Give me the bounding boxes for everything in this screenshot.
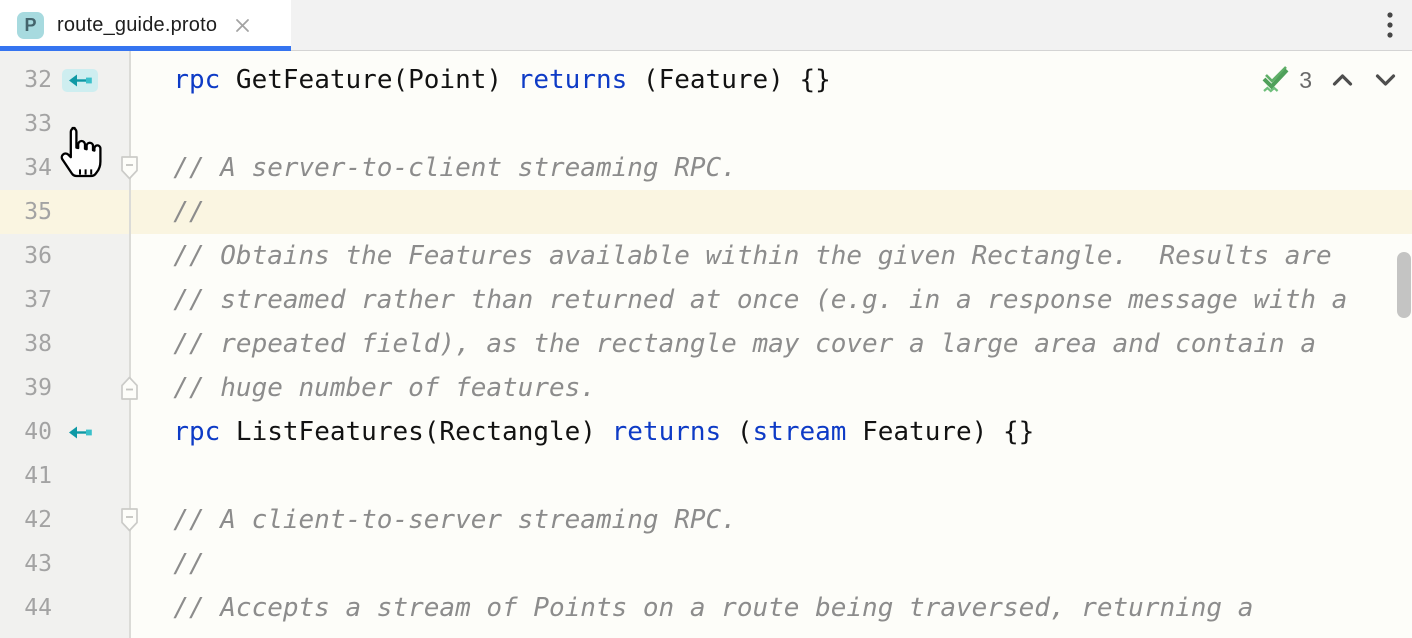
line-number[interactable]: 33 bbox=[24, 111, 52, 137]
code-text[interactable]: // bbox=[142, 197, 205, 227]
line-number[interactable]: 44 bbox=[24, 595, 52, 621]
editor-tab-bar: P route_guide.proto bbox=[0, 0, 1412, 51]
checks-passed-icon[interactable] bbox=[1259, 64, 1291, 96]
close-icon[interactable] bbox=[233, 16, 252, 35]
implemented-arrow-icon[interactable] bbox=[62, 421, 98, 444]
code-line: 36 // Obtains the Features available wit… bbox=[0, 234, 1412, 278]
code-line: 34 // A server-to-client streaming RPC. bbox=[0, 146, 1412, 190]
chevron-down-icon[interactable] bbox=[1373, 70, 1398, 90]
code-line: 40 rpc ListFeatures(Rectangle) returns (… bbox=[0, 410, 1412, 454]
gutter-slot bbox=[52, 68, 130, 92]
code-line: 43 // bbox=[0, 542, 1412, 586]
code-text[interactable]: // repeated field), as the rectangle may… bbox=[142, 329, 1316, 359]
code-line: 41 bbox=[0, 454, 1412, 498]
line-number[interactable]: 43 bbox=[24, 551, 52, 577]
code-line: 35 // bbox=[0, 190, 1412, 234]
code-line: 42 // A client-to-server streaming RPC. bbox=[0, 498, 1412, 542]
code-text[interactable]: // A server-to-client streaming RPC. bbox=[142, 153, 737, 183]
fold-start-icon[interactable] bbox=[120, 508, 139, 533]
chevron-up-icon[interactable] bbox=[1330, 70, 1355, 90]
code-line: 37 // streamed rather than returned at o… bbox=[0, 278, 1412, 322]
fold-start-icon[interactable] bbox=[120, 156, 139, 181]
code-text[interactable]: // streamed rather than returned at once… bbox=[142, 285, 1348, 315]
problem-count: 3 bbox=[1299, 66, 1312, 93]
code-line: 33 bbox=[0, 102, 1412, 146]
tab-label: route_guide.proto bbox=[57, 13, 218, 36]
line-number[interactable]: 37 bbox=[24, 287, 52, 313]
active-tab-underline bbox=[0, 46, 291, 51]
proto-file-icon: P bbox=[17, 11, 44, 39]
code-text[interactable]: rpc ListFeatures(Rectangle) returns (str… bbox=[173, 417, 1035, 447]
vertical-scrollbar-thumb[interactable] bbox=[1397, 252, 1411, 318]
line-number[interactable]: 35 bbox=[24, 199, 52, 225]
code-text[interactable]: // bbox=[142, 549, 205, 579]
implemented-arrow-icon[interactable] bbox=[62, 68, 98, 92]
code-line: 32 rpc GetFeature(Point) returns (Featur… bbox=[0, 58, 1412, 102]
code-line: 38 // repeated field), as the rectangle … bbox=[0, 322, 1412, 366]
fold-end-icon[interactable] bbox=[120, 376, 139, 401]
inspections-widget: 3 bbox=[1259, 64, 1398, 96]
code-text[interactable]: // huge number of features. bbox=[142, 373, 596, 403]
line-number[interactable]: 38 bbox=[24, 331, 52, 357]
code-editor[interactable]: 32 rpc GetFeature(Point) returns (Featur… bbox=[0, 51, 1412, 638]
line-number[interactable]: 39 bbox=[24, 375, 52, 401]
gutter-slot bbox=[52, 421, 130, 444]
line-number[interactable]: 32 bbox=[24, 67, 52, 93]
line-number[interactable]: 42 bbox=[24, 507, 52, 533]
line-number[interactable]: 34 bbox=[24, 155, 52, 181]
code-text[interactable]: // A client-to-server streaming RPC. bbox=[142, 505, 737, 535]
tab-route-guide-proto[interactable]: P route_guide.proto bbox=[0, 0, 291, 51]
code-lines: 32 rpc GetFeature(Point) returns (Featur… bbox=[0, 58, 1412, 630]
code-text[interactable]: rpc GetFeature(Point) returns (Feature) … bbox=[173, 65, 831, 95]
code-line: 39 // huge number of features. bbox=[0, 366, 1412, 410]
code-text[interactable]: // Accepts a stream of Points on a route… bbox=[142, 593, 1254, 623]
line-number[interactable]: 36 bbox=[24, 243, 52, 269]
code-line: 44 // Accepts a stream of Points on a ro… bbox=[0, 586, 1412, 630]
gutter-divider bbox=[129, 51, 131, 638]
line-number[interactable]: 40 bbox=[24, 419, 52, 445]
line-number[interactable]: 41 bbox=[24, 463, 52, 489]
kebab-menu-icon[interactable] bbox=[1382, 7, 1398, 43]
code-text[interactable]: // Obtains the Features available within… bbox=[142, 241, 1332, 271]
